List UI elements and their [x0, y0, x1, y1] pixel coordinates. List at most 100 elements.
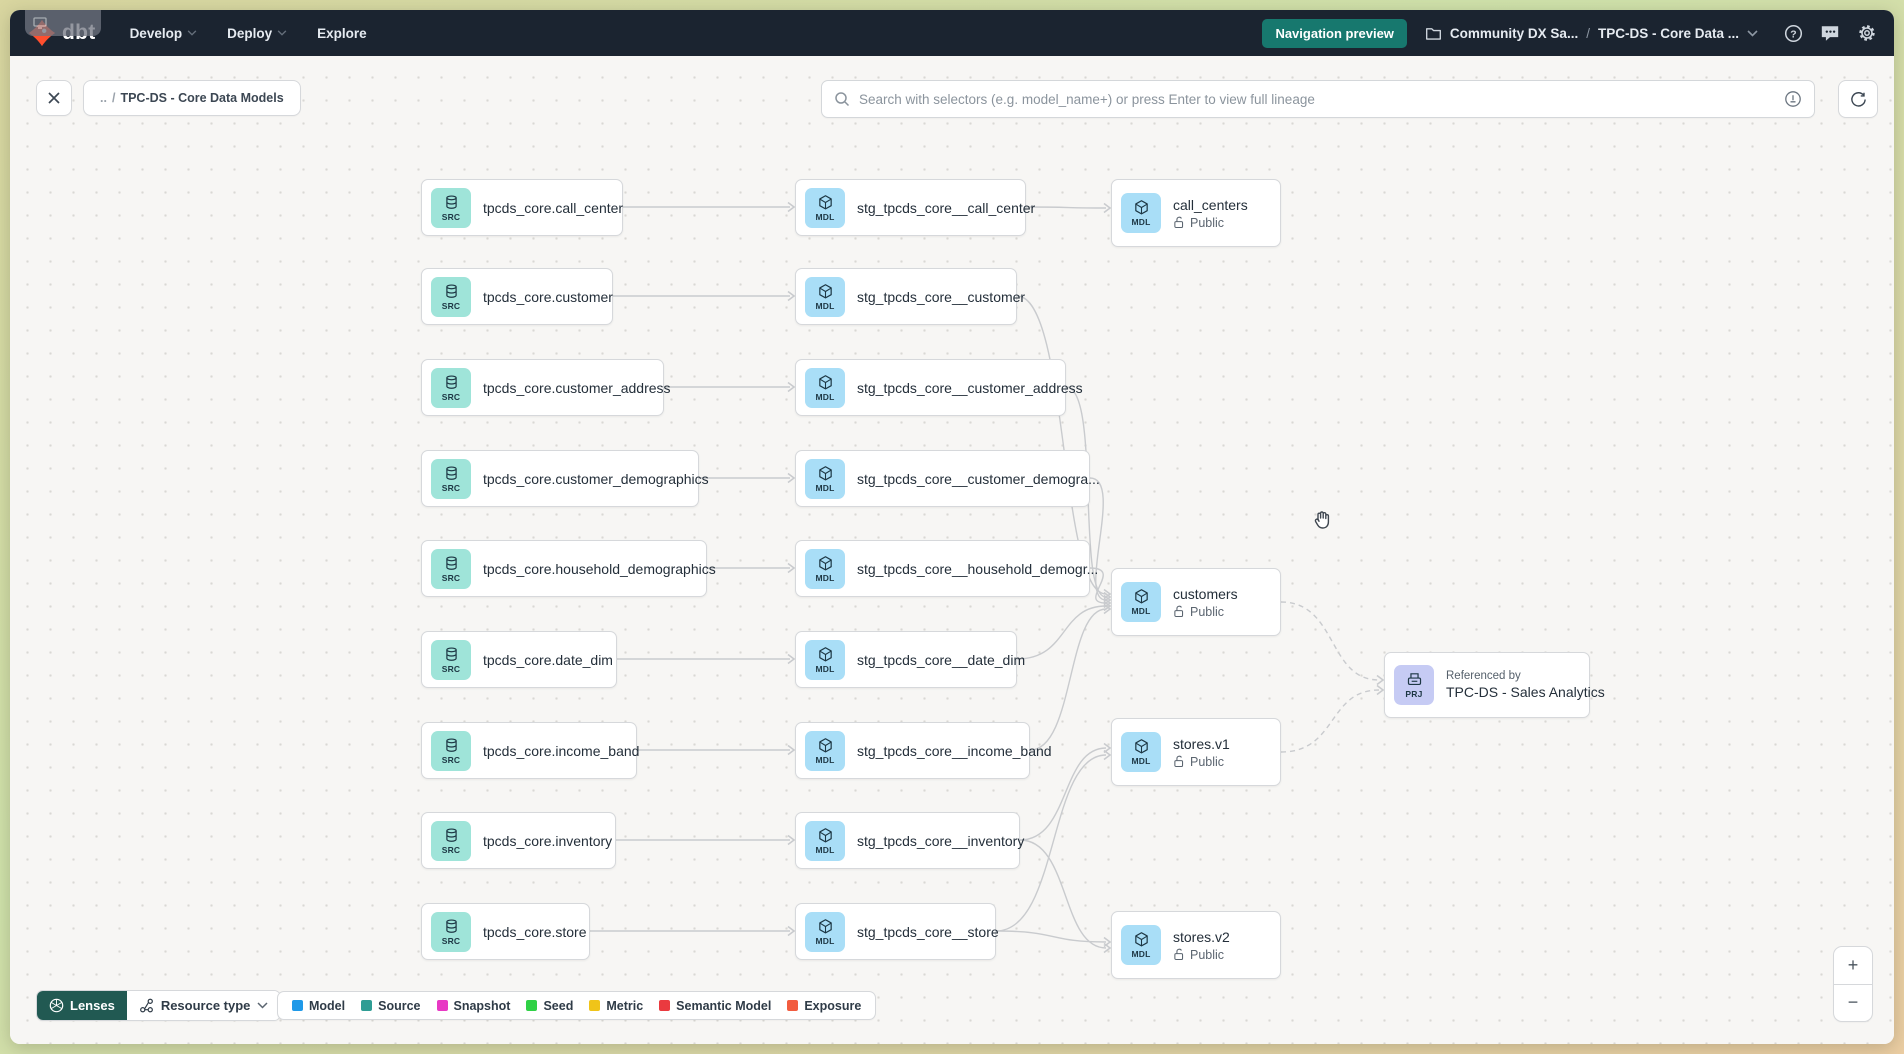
search-input[interactable] [859, 91, 1775, 107]
lens-controls: Lenses Resource type [36, 990, 282, 1021]
zoom-out-button[interactable]: − [1847, 992, 1859, 1013]
node-text: stg_tpcds_core__store [857, 924, 999, 940]
node-text: tpcds_core.store [483, 924, 587, 940]
help-icon[interactable]: ? [1782, 22, 1804, 44]
node-title: stores.v1 [1173, 735, 1230, 752]
navbar-icons: ? [1782, 22, 1878, 44]
lineage-edge [1016, 605, 1107, 660]
info-icon[interactable] [1784, 90, 1802, 108]
public-lock-icon [1174, 948, 1184, 961]
node-access-badge: Public [1173, 605, 1238, 619]
nav-menu-label: Develop [129, 25, 183, 41]
source-database-icon: SRC [431, 911, 471, 952]
node-text: stg_tpcds_core__household_demogr... [857, 561, 1098, 577]
navigation-preview-button[interactable]: Navigation preview [1262, 18, 1407, 48]
zoom-in-button[interactable]: + [1847, 954, 1859, 975]
node-title: tpcds_core.customer [483, 288, 613, 305]
resource-type-dropdown[interactable]: Resource type [126, 991, 281, 1020]
lineage-breadcrumb-chip[interactable]: .. / TPC-DS - Core Data Models [83, 80, 301, 116]
close-lineage-button[interactable] [36, 80, 72, 116]
close-icon [48, 92, 60, 104]
edge-arrowhead [787, 744, 796, 756]
source-database-icon: SRC [431, 730, 471, 771]
node-access-badge: Public [1173, 755, 1230, 769]
search-icon [835, 92, 850, 107]
public-lock-icon [1174, 755, 1184, 768]
grab-hand-cursor-icon [1314, 511, 1330, 529]
graph-node-stg_household_demographics[interactable]: MDL stg_tpcds_core__household_demogr... [795, 540, 1098, 597]
legend-swatch [361, 1000, 373, 1011]
edge-arrowhead [787, 925, 796, 937]
svg-text:?: ? [1790, 29, 1796, 40]
settings-gear-icon[interactable] [1856, 22, 1878, 44]
node-title: TPC-DS - Sales Analytics [1446, 684, 1605, 700]
legend-label: Seed [543, 998, 574, 1013]
nav-menu-develop[interactable]: Develop [130, 26, 198, 41]
lens-aperture-icon [49, 998, 64, 1013]
graph-node-src_income_band[interactable]: SRC tpcds_core.income_band [421, 722, 640, 779]
node-title: tpcds_core.customer_address [483, 379, 671, 396]
node-title: tpcds_core.income_band [483, 742, 640, 759]
model-cube-icon: MDL [805, 548, 845, 589]
lenses-button[interactable]: Lenses [37, 991, 127, 1020]
lineage-edge [1019, 747, 1107, 841]
monitor-icon [33, 17, 47, 29]
model-cube-icon: MDL [805, 730, 845, 771]
node-text: stg_tpcds_core__date_dim [857, 652, 1025, 668]
model-cube-icon: MDL [1121, 582, 1161, 622]
node-text: tpcds_core.customer [483, 289, 613, 305]
node-text: tpcds_core.household_demographics [483, 561, 716, 577]
screen-share-indicator [25, 10, 101, 36]
node-title: tpcds_core.customer_demographics [483, 470, 709, 487]
node-title: customers [1173, 585, 1238, 602]
lineage-canvas[interactable]: .. / TPC-DS - Core Data Models SRCtpcds_… [10, 56, 1894, 1044]
refresh-lineage-button[interactable] [1838, 80, 1878, 118]
node-title: stg_tpcds_core__household_demogr... [857, 560, 1099, 577]
nav-menu-deploy[interactable]: Deploy [227, 26, 287, 41]
breadcrumb-page[interactable]: TPC-DS - Core Data ... [1597, 25, 1739, 41]
graph-node-src_store[interactable]: SRC tpcds_core.store [421, 903, 590, 960]
zoom-divider [1834, 983, 1872, 985]
nav-menu-explore[interactable]: Explore [317, 26, 367, 41]
chevron-down-icon[interactable] [1747, 29, 1758, 37]
feedback-icon[interactable] [1819, 22, 1841, 44]
lineage-search-bar [821, 80, 1815, 118]
node-title: stg_tpcds_core__call_center [857, 199, 1036, 216]
model-cube-icon: MDL [805, 367, 845, 408]
chevron-down-icon [257, 1002, 268, 1009]
breadcrumb-project[interactable]: Community DX Sa... [1449, 25, 1579, 41]
legend-label: Model [309, 998, 346, 1013]
breadcrumb-up-level[interactable]: .. [100, 91, 107, 105]
edge-arrowhead [787, 653, 796, 665]
legend-label: Semantic Model [676, 998, 772, 1013]
public-lock-icon [1174, 216, 1184, 229]
node-text: tpcds_core.date_dim [483, 652, 613, 668]
navbar-breadcrumb[interactable]: Community DX Sa... / TPC-DS - Core Data … [1425, 26, 1758, 41]
edge-arrowhead [1103, 202, 1112, 214]
node-title: stg_tpcds_core__store [857, 923, 999, 940]
node-title: tpcds_core.inventory [483, 832, 613, 849]
legend-item-seed: Seed [526, 999, 573, 1013]
